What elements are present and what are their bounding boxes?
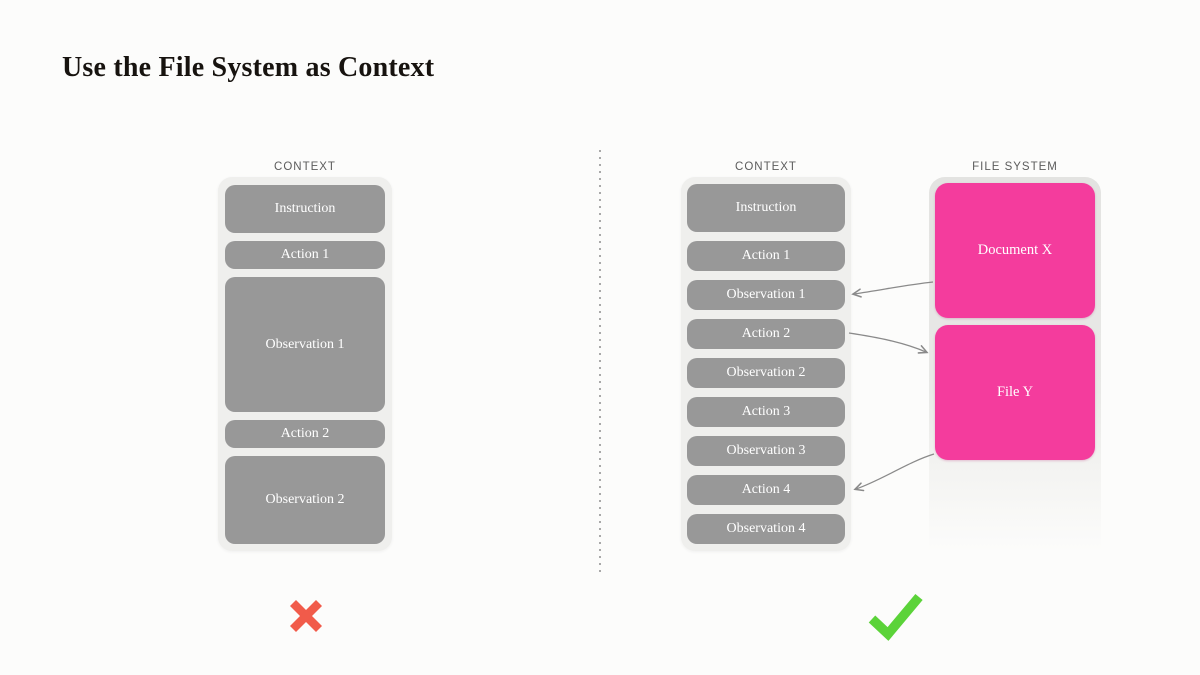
left-box-observation-2: Observation 2 (225, 456, 385, 544)
left-context-label: CONTEXT (274, 161, 336, 173)
right-box-action-2: Action 2 (687, 319, 845, 349)
check-icon (868, 593, 923, 641)
file-system-box-document-x: Document X (935, 183, 1095, 318)
right-context-label: CONTEXT (735, 161, 797, 173)
right-box-action-1: Action 1 (687, 241, 845, 271)
arrow-action2-to-filey (848, 332, 926, 352)
arrow-documentx-to-observation1 (854, 281, 934, 294)
cross-icon (289, 599, 323, 633)
right-box-action-3: Action 3 (687, 397, 845, 427)
file-system-box-file-y: File Y (935, 325, 1095, 460)
left-box-action-1: Action 1 (225, 241, 385, 269)
left-box-instruction: Instruction (225, 185, 385, 233)
vertical-dotted-divider (599, 150, 601, 572)
left-box-observation-1: Observation 1 (225, 277, 385, 412)
left-context-container: Instruction Action 1 Observation 1 Actio… (218, 177, 392, 551)
left-box-action-2: Action 2 (225, 420, 385, 448)
right-box-instruction: Instruction (687, 184, 845, 232)
arrow-filey-to-action4 (856, 453, 935, 489)
file-system-label: FILE SYSTEM (972, 161, 1058, 173)
right-box-observation-1: Observation 1 (687, 280, 845, 310)
right-context-container: Instruction Action 1 Observation 1 Actio… (681, 177, 851, 551)
right-box-observation-4: Observation 4 (687, 514, 845, 544)
right-box-action-4: Action 4 (687, 475, 845, 505)
file-system-container: Document X File Y (929, 177, 1101, 567)
slide-title: Use the File System as Context (62, 52, 435, 83)
right-box-observation-3: Observation 3 (687, 436, 845, 466)
right-box-observation-2: Observation 2 (687, 358, 845, 388)
